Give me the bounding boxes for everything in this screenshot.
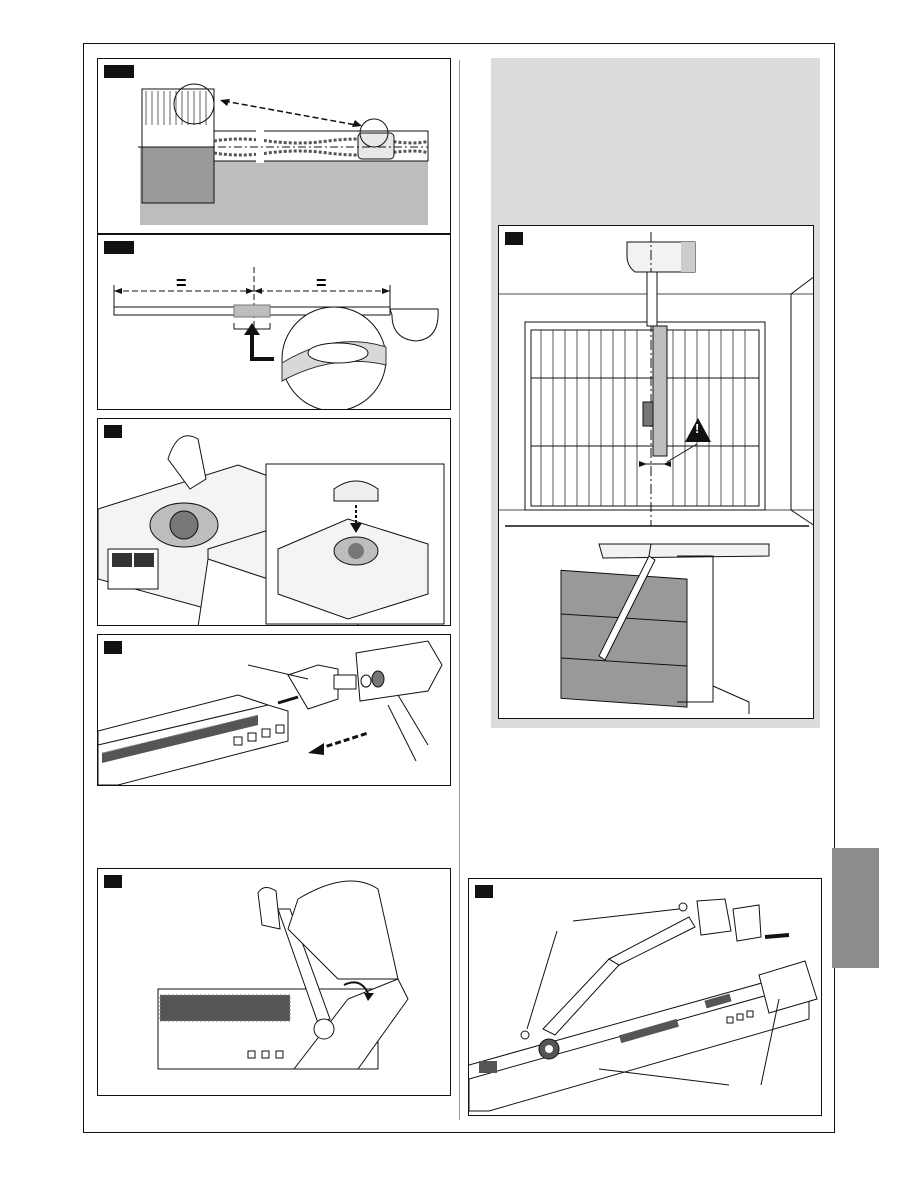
figure-arm-assembly [468,878,822,1116]
figure-wrench-tighten [97,868,451,1096]
bracket-assembly-illustration [98,635,451,786]
section-tab [832,848,879,968]
wrench-tighten-illustration [98,869,451,1096]
figure-chain-center: = = [97,234,451,410]
figure-chain-alignment [97,58,451,234]
figure-door-arm: ! [498,225,814,719]
chain-center-illustration [98,235,451,410]
arm-assembly-illustration [469,879,822,1116]
door-arm-illustration [499,226,814,719]
figure-motor-sprocket [97,418,451,626]
warning-symbol: ! [695,421,699,436]
figure-bracket-assembly [97,634,451,786]
chain-alignment-illustration [98,59,451,234]
motor-sprocket-illustration [98,419,451,626]
column-divider [459,60,460,1120]
